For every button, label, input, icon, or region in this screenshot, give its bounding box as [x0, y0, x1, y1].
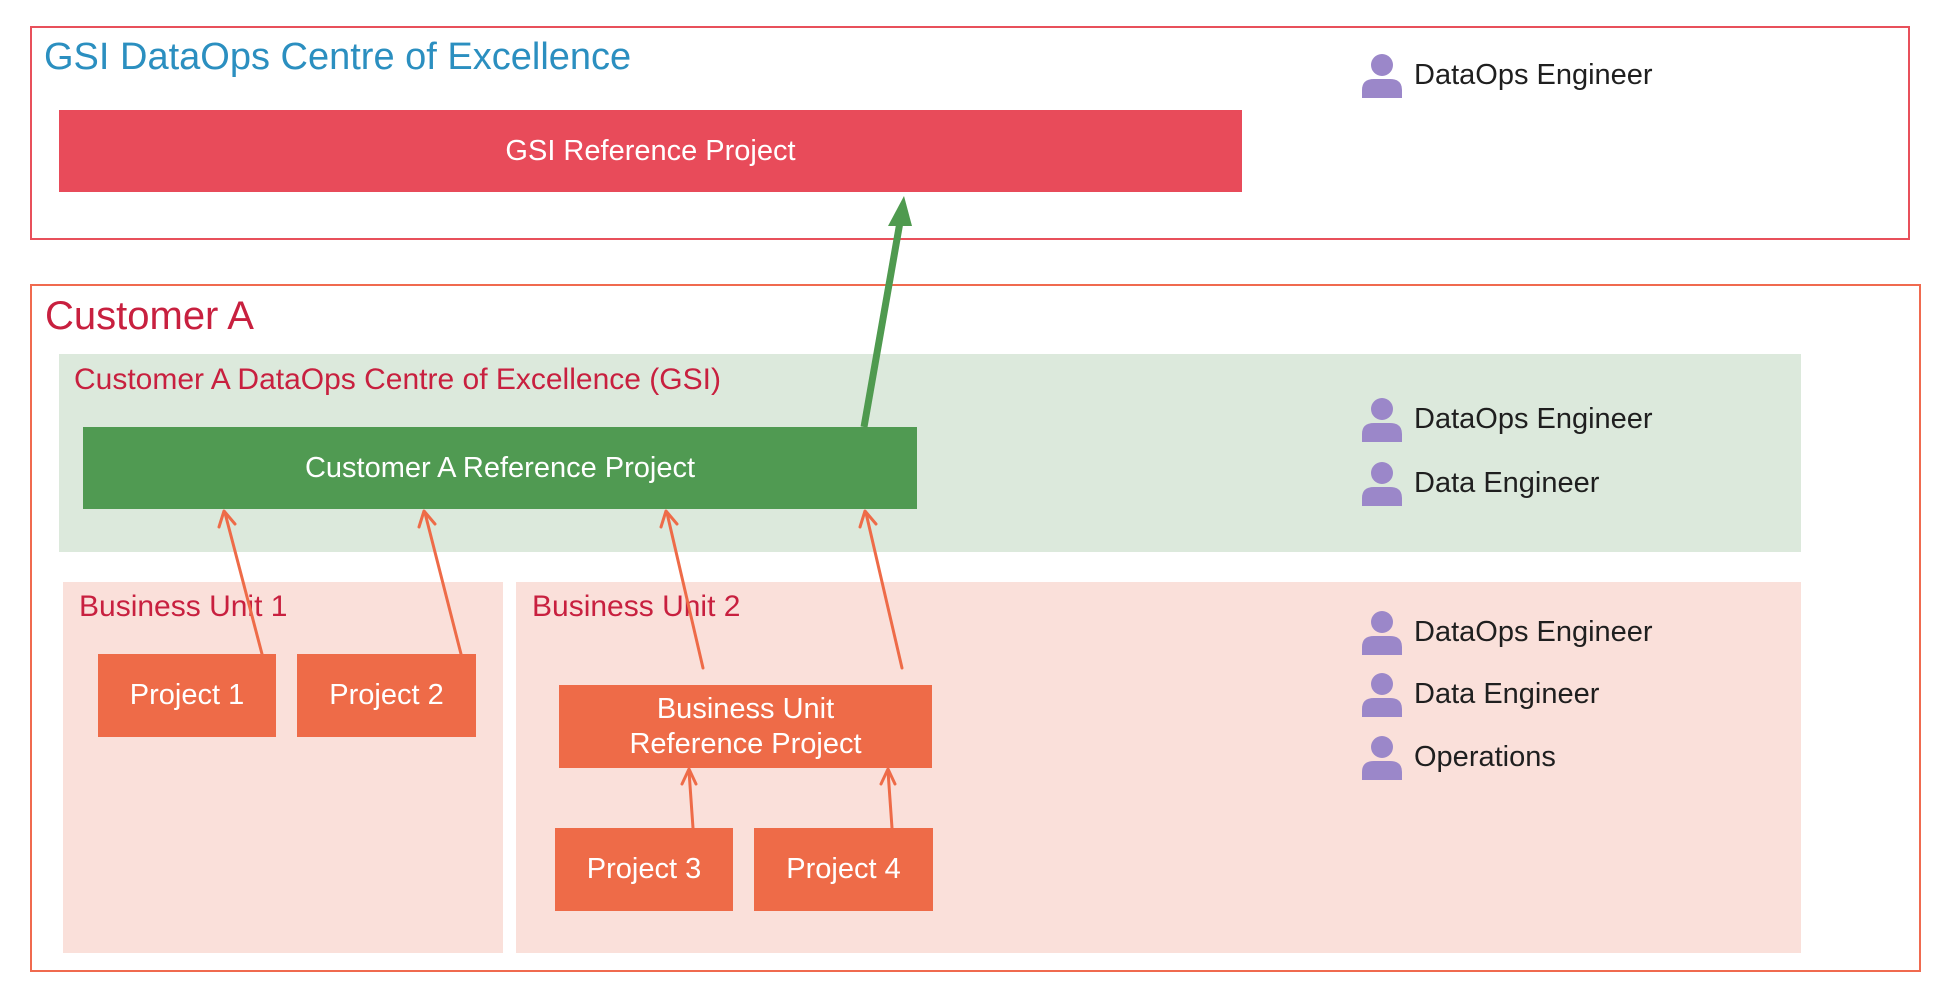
bu2-role-operations: Operations	[1360, 734, 1556, 780]
business-unit-2-title: Business Unit 2	[532, 590, 741, 623]
coe-role-dataops-engineer: DataOps Engineer	[1360, 396, 1653, 442]
role-label: DataOps Engineer	[1414, 402, 1653, 435]
person-icon	[1362, 611, 1402, 655]
gsi-coe-title: GSI DataOps Centre of Excellence	[44, 36, 632, 78]
role-label: Operations	[1414, 740, 1556, 773]
customer-coe-title: Customer A DataOps Centre of Excellence …	[74, 363, 721, 396]
person-icon	[1362, 54, 1402, 98]
person-icon	[1362, 736, 1402, 780]
coe-role-data-engineer: Data Engineer	[1360, 460, 1599, 506]
gsi-role-dataops-engineer: DataOps Engineer	[1360, 52, 1653, 98]
business-unit-1-panel	[63, 582, 503, 953]
bu-reference-line1: Business Unit	[656, 692, 835, 725]
person-icon	[1362, 462, 1402, 506]
gsi-reference-project[interactable]: GSI Reference Project	[59, 110, 1242, 192]
project-1[interactable]: Project 1	[98, 654, 276, 737]
role-label: DataOps Engineer	[1414, 615, 1653, 648]
project-4[interactable]: Project 4	[754, 828, 933, 911]
role-label: Data Engineer	[1414, 466, 1600, 499]
role-label: DataOps Engineer	[1414, 58, 1653, 91]
bu2-role-dataops-engineer: DataOps Engineer	[1360, 609, 1653, 655]
customer-reference-project[interactable]: Customer A Reference Project	[83, 427, 917, 509]
business-unit-reference-project[interactable]: Business Unit Reference Project	[559, 685, 932, 768]
person-icon	[1362, 398, 1402, 442]
customer-title: Customer A	[45, 294, 254, 338]
bu2-role-data-engineer: Data Engineer	[1360, 671, 1599, 717]
business-unit-1-title: Business Unit 1	[79, 590, 288, 623]
person-icon	[1362, 673, 1402, 717]
role-label: Data Engineer	[1414, 677, 1600, 710]
project-2[interactable]: Project 2	[297, 654, 476, 737]
bu-reference-line2: Reference Project	[629, 727, 862, 760]
project-3[interactable]: Project 3	[555, 828, 733, 911]
